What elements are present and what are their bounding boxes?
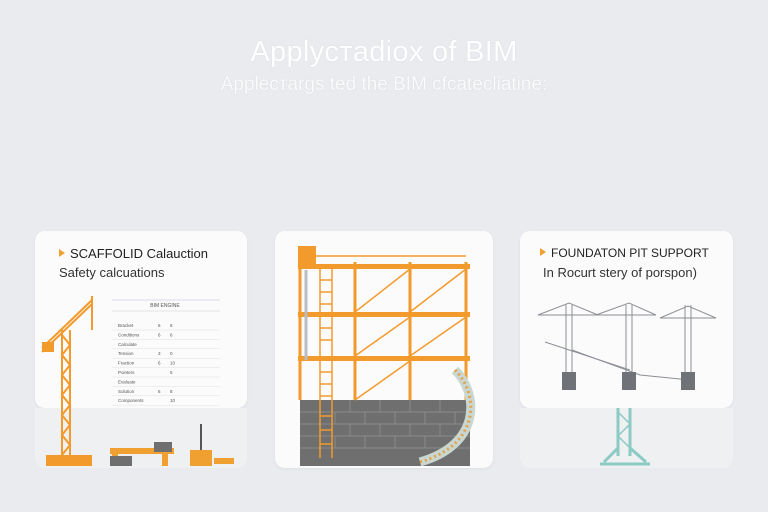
bullet-triangle-icon — [540, 248, 546, 256]
page-subtitle: Applecтargs ted the BIM cfcatecliatine: — [220, 74, 548, 95]
calc-row-value-a: 3 — [158, 351, 161, 356]
calc-row-label: Solution — [118, 389, 135, 394]
calc-row-value-b: 6 — [170, 332, 173, 337]
foundation-card-title-text: FOUNDATON PIT SUPPORT — [551, 246, 709, 260]
calc-row-value-a: 6 — [158, 323, 161, 328]
calc-row-value-a: 6 — [158, 361, 161, 366]
calc-row-value-b: 0 — [170, 351, 173, 356]
scaffold-card-title: SCAFFOLID Calauction — [59, 246, 208, 261]
foundation-card-subtitle: In Rocurt stery of porspon) — [543, 265, 697, 280]
foundation-card-ground — [520, 408, 733, 468]
foundation-card-title: FOUNDATON PIT SUPPORT — [540, 246, 709, 260]
calc-row-value-b: 8 — [170, 389, 173, 394]
calc-row-value-a: 6 — [158, 332, 161, 337]
calc-row-label: Evaluate — [118, 379, 136, 384]
calc-row-label: Bracket — [118, 323, 134, 328]
calc-row-label: Calculate — [118, 342, 137, 347]
calc-row-label: Tension — [118, 351, 134, 356]
calc-row-value-b: 10 — [170, 398, 176, 403]
scaffold-card-title-text: SCAFFOLID Calauction — [70, 246, 208, 261]
scaffold-card-subtitle: Safety calcuations — [59, 265, 165, 280]
calc-row-value-b: 10 — [170, 361, 176, 366]
page-title: Applycтadiox of BIM — [250, 36, 518, 68]
calc-row-label: Conditions — [118, 332, 140, 337]
calc-row-value-b: 8 — [170, 323, 173, 328]
calc-row-label: Fraction — [118, 361, 135, 366]
calc-table-header: BIM ENGINE — [150, 303, 180, 309]
calc-row-label: Components — [118, 398, 144, 403]
calc-row-label: Pointers — [118, 370, 135, 375]
bullet-triangle-icon — [59, 249, 65, 257]
calc-row-value-b: 5 — [170, 370, 173, 375]
calc-row-value-a: 6 — [158, 389, 161, 394]
